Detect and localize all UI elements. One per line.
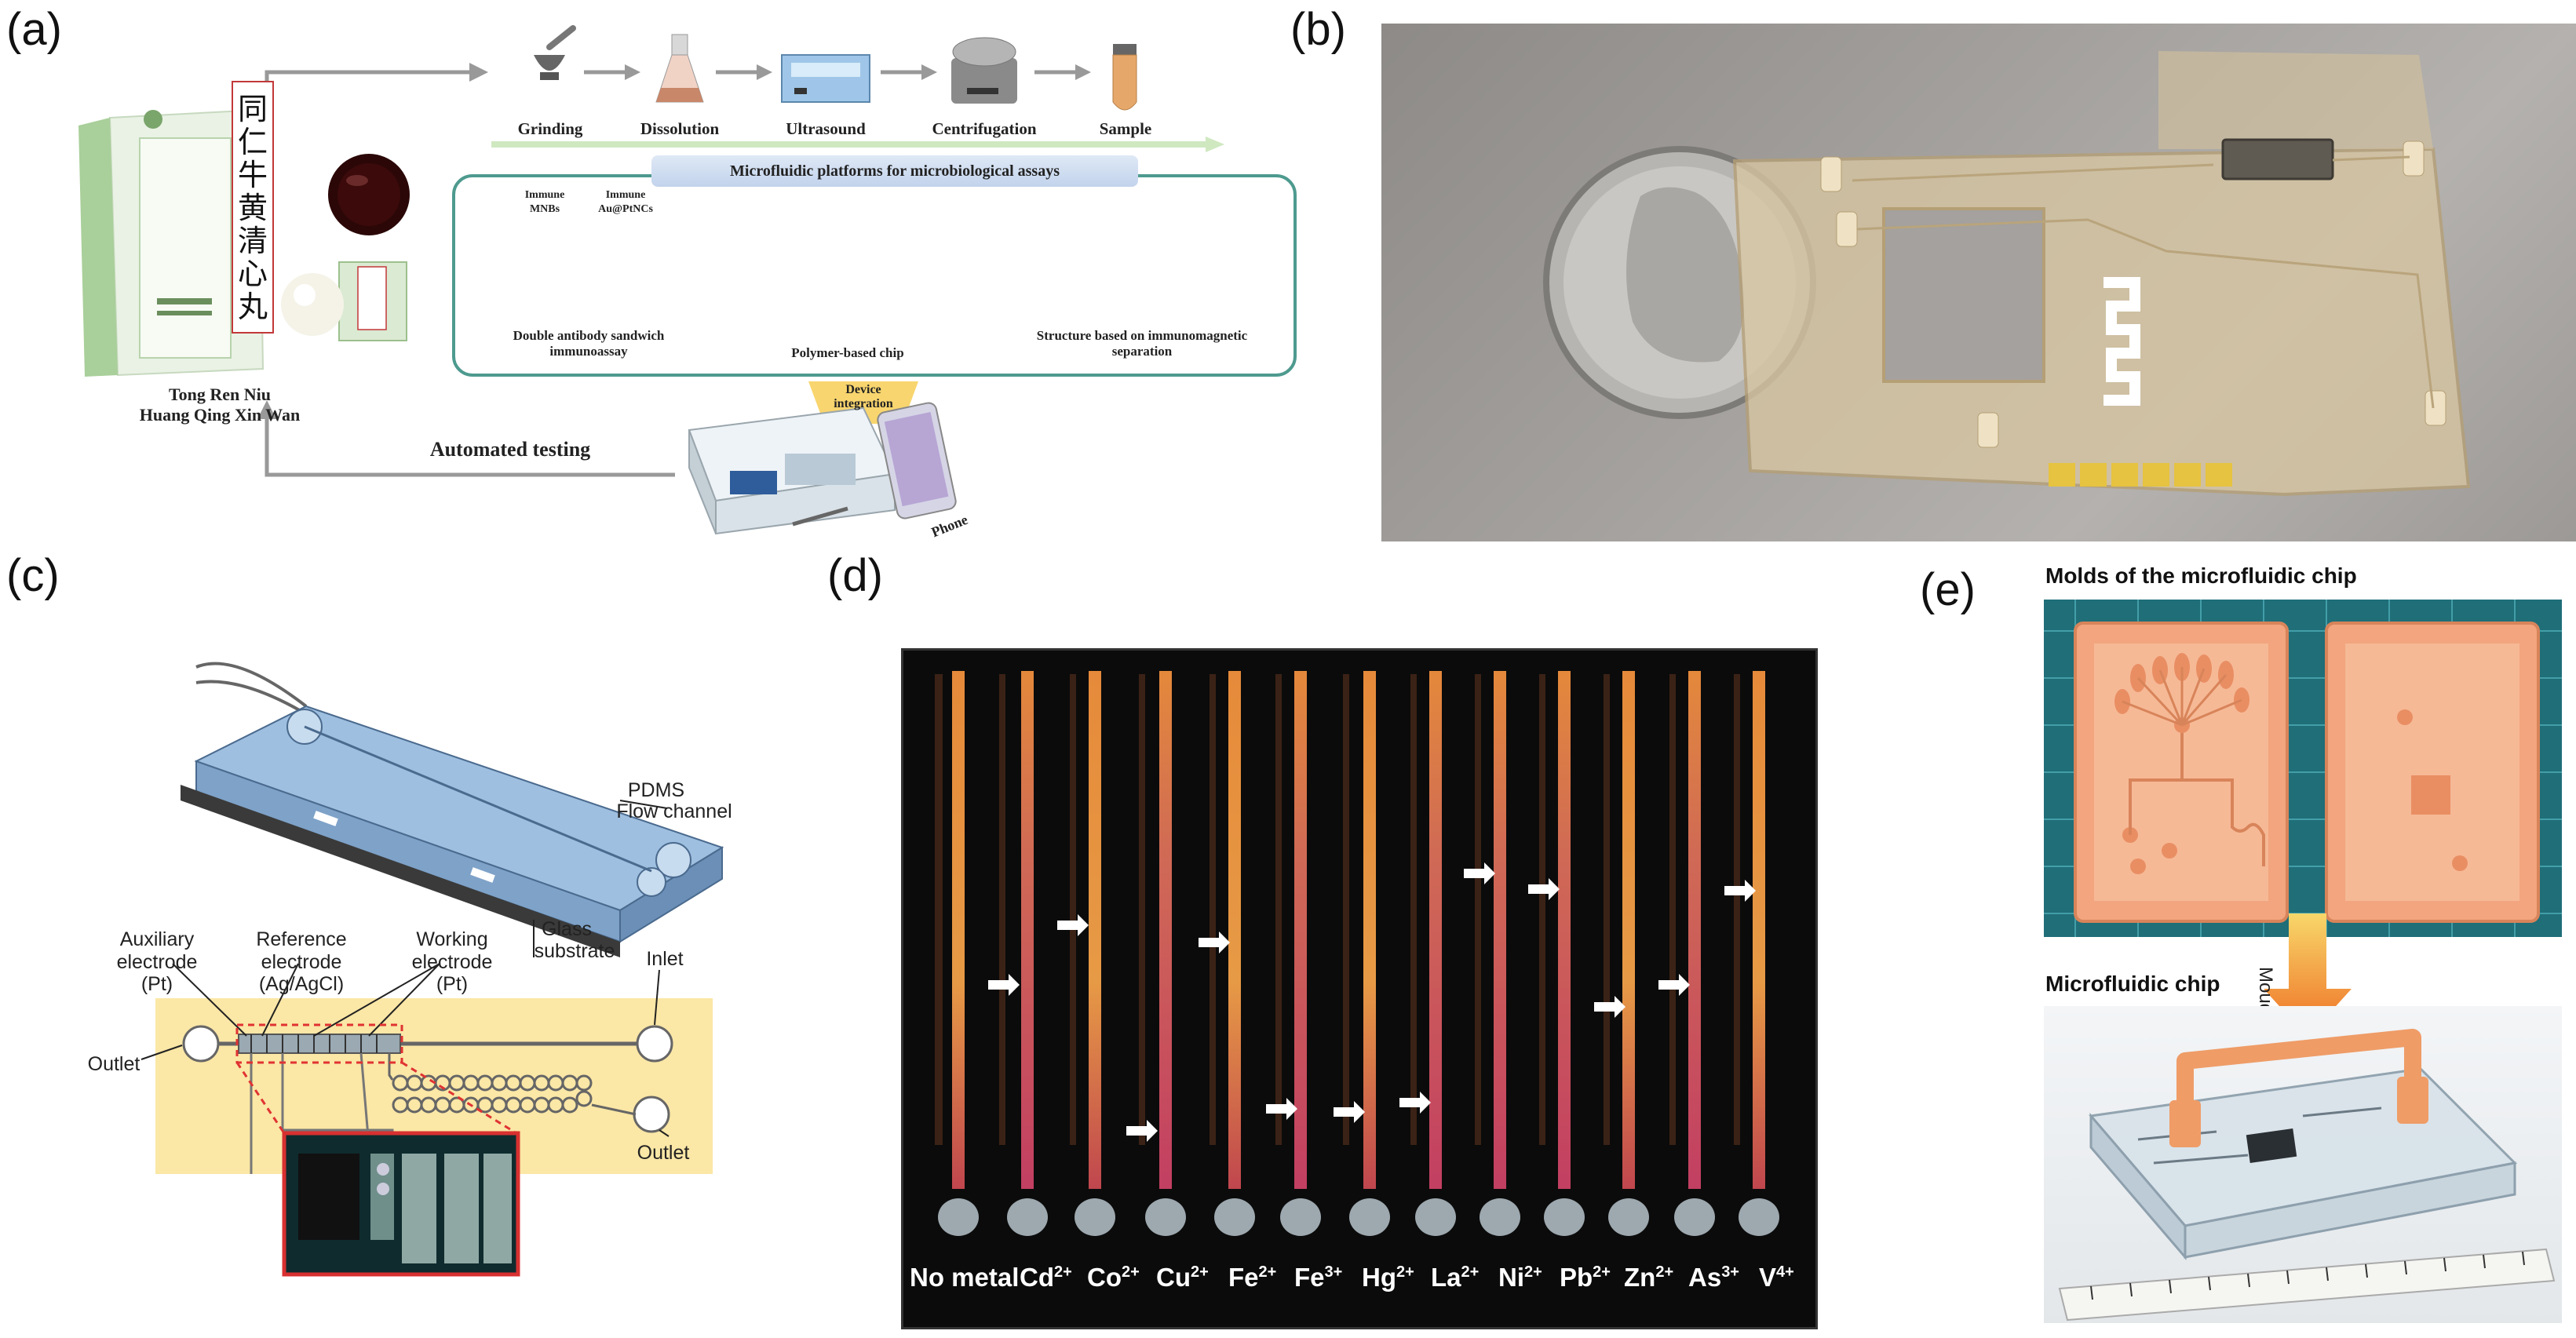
panel-label-d: (d)	[827, 550, 883, 601]
microfluidic-platform-box	[452, 174, 1297, 377]
caption-immunomagnetic: Structure based on immunomagnetic separa…	[1036, 328, 1248, 359]
chip-photo-b	[1381, 24, 2576, 541]
label-reference-2: electrode	[261, 951, 342, 973]
panel-label-c: (c)	[6, 550, 60, 601]
chip-photo-e	[2044, 1006, 2562, 1323]
centrifuge-icon	[951, 37, 1017, 104]
label-working-2: electrode	[411, 951, 493, 973]
label-auxiliary-2: electrode	[116, 951, 198, 973]
grinding-icon	[534, 25, 576, 80]
caption-sandwich-immunoassay: Double antibody sandwich immunoassay	[513, 328, 665, 359]
label-flow-channel: Flow channel	[616, 800, 732, 822]
molds-photo	[2044, 600, 2562, 937]
ion-label-fe2: Fe2+	[1228, 1263, 1277, 1292]
step-dissolution: Dissolution	[640, 119, 720, 138]
flask-icon	[655, 34, 704, 103]
label-working-1: Working	[416, 928, 488, 950]
label-outlet-left: Outlet	[87, 1053, 140, 1075]
label-auxiliary-1: Auxiliary	[119, 928, 195, 950]
ultrasound-icon	[781, 54, 870, 103]
label-substrate: substrate	[534, 940, 615, 962]
ion-label-v: V4+	[1759, 1263, 1794, 1292]
ion-label-cu: Cu2+	[1156, 1263, 1209, 1292]
ion-label-cd: Cd2+	[1020, 1263, 1072, 1292]
label-working-3: (Pt)	[436, 973, 469, 995]
sample-tube-icon	[1112, 44, 1137, 111]
medicine-box	[78, 81, 274, 377]
molds-title: Molds of the microfluidic chip	[2045, 563, 2357, 588]
device-integration-label: Device integration	[834, 383, 893, 410]
panel-label-b: (b)	[1290, 4, 1346, 55]
panel-c-schematic	[140, 662, 724, 1277]
ion-label-zn: Zn2+	[1624, 1263, 1674, 1292]
ion-label-as: As3+	[1688, 1263, 1739, 1292]
panel-label-e: (e)	[1920, 564, 1976, 615]
chip-title: Microfluidic chip	[2045, 972, 2220, 996]
step-ultrasound: Ultrasound	[786, 119, 866, 138]
label-inlet: Inlet	[646, 948, 684, 970]
label-auxiliary-3: (Pt)	[140, 973, 173, 995]
product-name-line2: Huang Qing Xin Wan	[139, 405, 301, 425]
label-pdms: PDMS	[627, 779, 685, 801]
test-strips-photo: No metal Cd2+ Co2+ Cu2+ Fe2+ Fe3+ Hg2+ L…	[901, 648, 1818, 1329]
ion-label-pb: Pb2+	[1560, 1263, 1611, 1292]
step-centrifugation: Centrifugation	[932, 119, 1037, 138]
ion-label-ni: Ni2+	[1498, 1263, 1542, 1292]
label-reference-1: Reference	[256, 928, 347, 950]
medicine-box-vertical-text: 同仁牛黄清心丸	[237, 92, 268, 324]
automated-testing-label: Automated testing	[429, 438, 591, 461]
legend-nc: Immune Au@PtNCs	[598, 189, 653, 215]
ion-label-no-metal: No metal	[910, 1263, 1020, 1292]
ion-label-co: Co2+	[1087, 1263, 1140, 1292]
label-outlet-right: Outlet	[637, 1142, 690, 1164]
caption-polymer-chip: Polymer-based chip	[791, 345, 904, 360]
ion-label-hg: Hg2+	[1362, 1263, 1414, 1292]
legend-mnb: Immune MNBs	[524, 189, 565, 215]
ion-label-fe3: Fe3+	[1294, 1263, 1343, 1292]
step-sample: Sample	[1099, 119, 1152, 138]
panel-label-a: (a)	[6, 4, 62, 55]
analyzer-instrument-icon	[688, 407, 896, 535]
label-reference-3: (Ag/AgCl)	[258, 973, 345, 995]
step-grinding: Grinding	[517, 119, 583, 138]
label-glass: Glass	[542, 918, 592, 940]
product-name-line1: Tong Ren Niu	[168, 385, 271, 404]
microfluidic-platform-title: Microfluidic platforms for microbiologic…	[651, 155, 1138, 187]
phone-icon	[877, 402, 957, 520]
ion-label-la: La2+	[1431, 1263, 1480, 1292]
